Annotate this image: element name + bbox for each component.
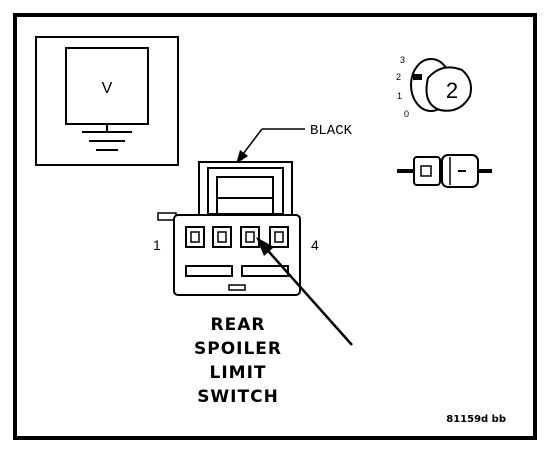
probe-arrow-head	[256, 237, 274, 256]
wire-leader-arrowhead	[236, 150, 248, 164]
switch-title-line-1: REAR	[211, 315, 266, 335]
selector-knob-icon: 3 2 1 0 2	[396, 55, 472, 119]
terminal-4	[269, 226, 289, 248]
selector-pos-2: 2	[396, 72, 401, 82]
switch-title-line-3: LIMIT	[210, 363, 267, 383]
selector-value: 2	[446, 78, 458, 103]
terminal-3	[240, 226, 260, 248]
meter-label: V	[102, 80, 113, 97]
switch-title: REAR SPOILER LIMIT SWITCH	[194, 315, 282, 407]
switch-title-line-4: SWITCH	[197, 387, 279, 407]
pin-number-last: 4	[311, 237, 319, 253]
wire-color-label: BLACK	[310, 123, 353, 139]
probe-arrow-line	[261, 243, 353, 346]
probe-connector-icon	[397, 154, 492, 188]
figure-code: 81159d bb	[446, 414, 506, 425]
pin-number-first: 1	[153, 237, 161, 253]
selector-pos-3: 3	[400, 55, 405, 65]
selector-pos-0: 0	[404, 109, 409, 119]
terminal-2	[212, 226, 232, 248]
terminal-1	[185, 226, 205, 248]
selector-pos-1: 1	[397, 91, 402, 101]
connector-icon	[157, 161, 301, 296]
voltmeter-icon: V	[35, 36, 179, 166]
switch-title-line-2: SPOILER	[194, 339, 282, 359]
